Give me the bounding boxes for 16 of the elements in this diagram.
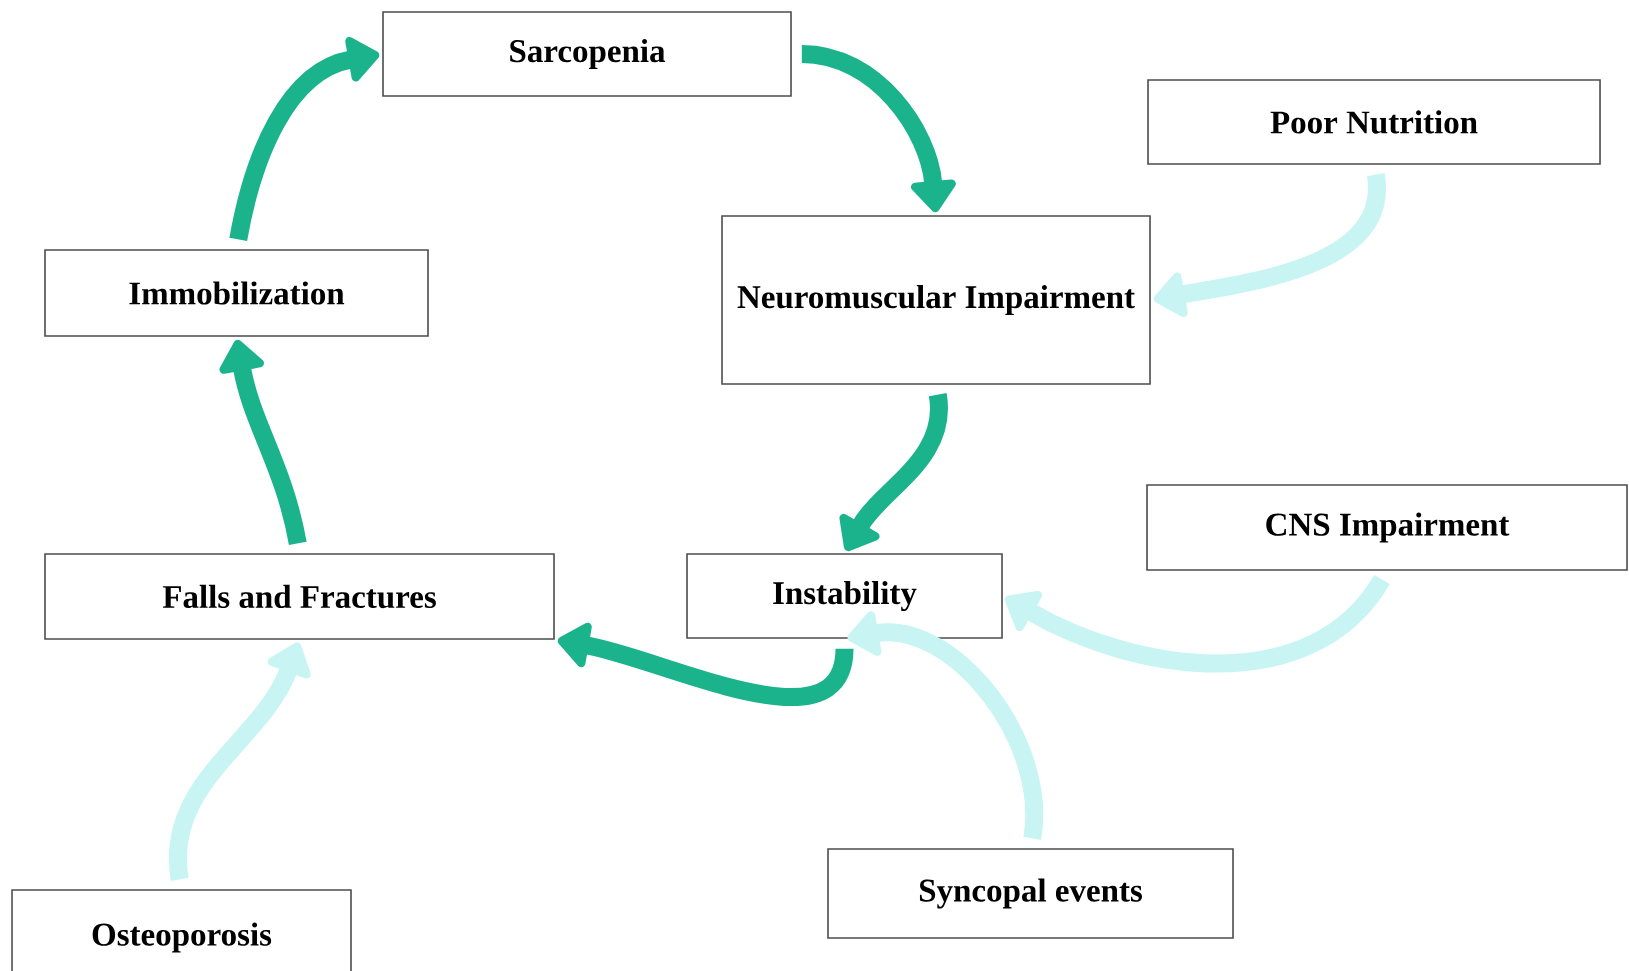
- curved-arrow: [847, 611, 1044, 840]
- box: Sarcopenia: [382, 11, 792, 97]
- curved-arrow: [801, 45, 956, 213]
- curved-arrow: [557, 622, 854, 706]
- box: Falls and Fractures: [44, 553, 555, 640]
- curved-arrow: [229, 36, 380, 242]
- curved-arrow: [168, 642, 311, 881]
- box: Poor Nutrition: [1147, 79, 1601, 165]
- box: Neuromuscular Impairment: [721, 215, 1151, 385]
- box: Osteoporosis: [11, 889, 352, 971]
- box: Immobilization: [44, 249, 429, 337]
- box: Syncopal events: [827, 848, 1234, 939]
- box: Instability: [686, 553, 1003, 639]
- curved-arrow: [219, 339, 307, 546]
- curved-arrow: [1004, 574, 1390, 673]
- box: CNS Impairment: [1146, 484, 1628, 571]
